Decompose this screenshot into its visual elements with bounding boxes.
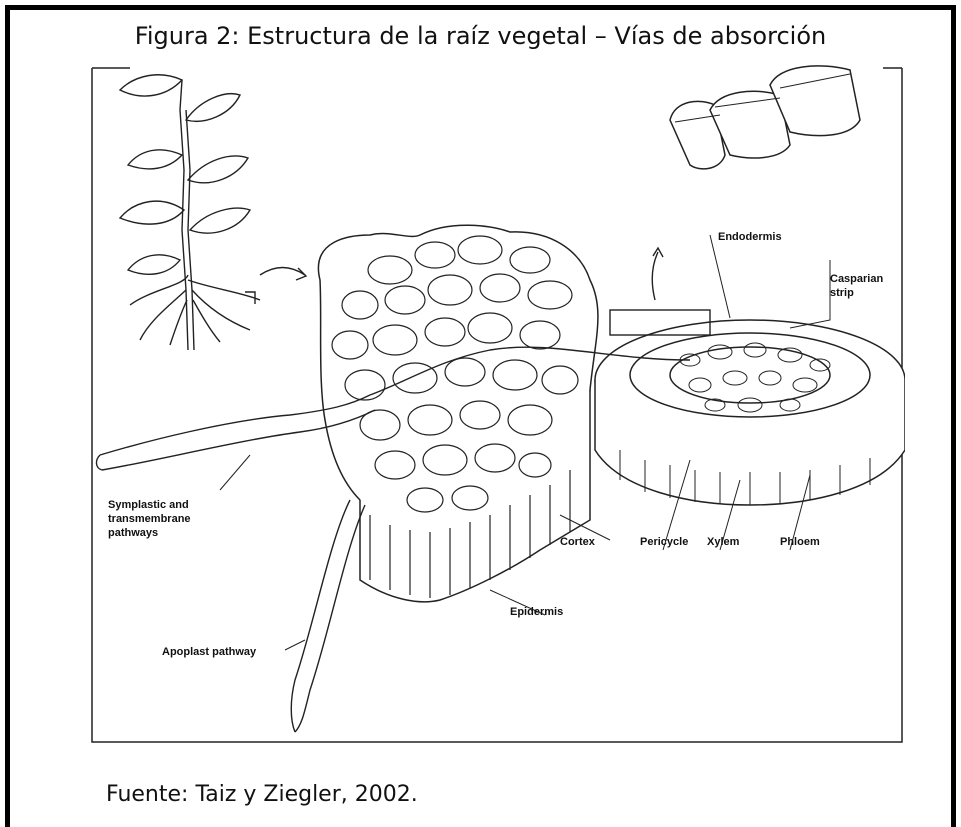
- svg-text:Casparian: Casparian: [830, 273, 883, 285]
- label-cortex: Cortex: [560, 536, 596, 548]
- label-xylem: Xylem: [707, 536, 740, 548]
- svg-text:strip: strip: [830, 287, 854, 299]
- label-endodermis: Endodermis: [718, 231, 782, 243]
- label-symplastic-1: Symplastic and: [108, 499, 189, 511]
- figure-title: Figura 2: Estructura de la raíz vegetal …: [0, 22, 961, 50]
- root-diagram: Endodermis Casparian strip Symplastic an…: [90, 60, 905, 750]
- inset-arrow: [652, 252, 658, 300]
- label-phloem: Phloem: [780, 536, 820, 548]
- label-symplastic-3: pathways: [108, 527, 158, 539]
- label-symplastic-2: transmembrane: [108, 513, 191, 525]
- label-pericycle: Pericycle: [640, 536, 688, 548]
- endodermis-inset: [670, 66, 860, 169]
- source-caption: Fuente: Taiz y Ziegler, 2002.: [106, 782, 418, 807]
- apoplast-pathway: [291, 500, 365, 732]
- label-casparian-strip: Casparian strip: [830, 273, 883, 299]
- label-apoplast: Apoplast pathway: [162, 646, 257, 658]
- label-epidermis: Epidermis: [510, 606, 563, 618]
- plant-illustration: [120, 75, 306, 350]
